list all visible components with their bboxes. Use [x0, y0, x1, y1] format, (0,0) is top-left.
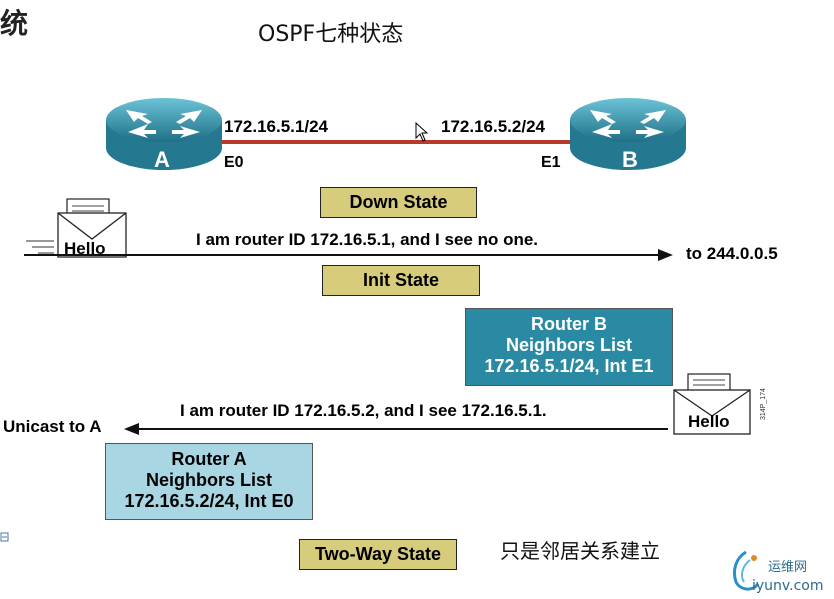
- hello-label-left: Hello: [64, 239, 106, 258]
- router-a-ip: 172.16.5.1/24: [224, 117, 328, 136]
- watermark-logo-icon: [732, 550, 760, 591]
- router-b-neighbors-title: Router B: [531, 314, 607, 334]
- unicast-target: Unicast to A: [3, 417, 102, 436]
- arrow-right-icon: [658, 249, 673, 261]
- message-a-to-multicast: I am router ID 172.16.5.1, and I see no …: [196, 230, 539, 249]
- router-a-neighbors-subtitle: Neighbors List: [145, 470, 272, 490]
- router-a-label: A: [154, 147, 170, 172]
- hello-envelope-left-icon: [26, 198, 127, 258]
- two-way-state-box: Two-Way State: [299, 539, 457, 570]
- router-b-icon: [570, 98, 686, 170]
- router-b-interface: E1: [541, 154, 561, 171]
- init-state-box: Init State: [322, 265, 480, 296]
- figure-code: 314P_174: [760, 388, 767, 420]
- router-a-neighbors-entry: 172.16.5.2/24, Int E0: [124, 491, 294, 511]
- page-title: OSPF七种状态: [258, 22, 404, 47]
- router-a-neighbors-title: Router A: [171, 449, 247, 469]
- multicast-target: to 244.0.0.5: [686, 244, 778, 263]
- router-b-neighbors-subtitle: Neighbors List: [505, 335, 632, 355]
- chinese-note: 只是邻居关系建立: [500, 539, 660, 563]
- edge-marker-icon: [0, 532, 9, 542]
- top-strip: [0, 0, 834, 95]
- arrow-left-icon: [124, 423, 139, 435]
- down-state-box: Down State: [320, 187, 477, 218]
- router-a-interface: E0: [224, 154, 244, 171]
- arrow-to-multicast-line: [24, 254, 660, 256]
- hello-label-right: Hello: [688, 412, 730, 431]
- router-b-label: B: [622, 147, 638, 172]
- router-b-neighbors-entry: 172.16.5.1/24, Int E1: [484, 356, 654, 376]
- router-a-neighbors-list: Router A Neighbors List 172.16.5.2/24, I…: [105, 443, 313, 520]
- message-b-to-a: I am router ID 172.16.5.2, and I see 172…: [180, 401, 547, 420]
- router-b-neighbors-list: Router B Neighbors List 172.16.5.1/24, I…: [465, 308, 673, 386]
- mouse-cursor-icon: [415, 122, 429, 142]
- hello-envelope-right-icon: [673, 373, 751, 435]
- corner-title: 统: [0, 7, 29, 40]
- watermark-domain: iyunv.com: [752, 578, 824, 594]
- router-b-ip: 172.16.5.2/24: [441, 117, 545, 136]
- watermark-cn: 运维网: [768, 560, 808, 575]
- router-a-icon: [106, 98, 222, 170]
- arrow-to-a-line: [138, 428, 668, 430]
- ethernet-link: [200, 140, 600, 144]
